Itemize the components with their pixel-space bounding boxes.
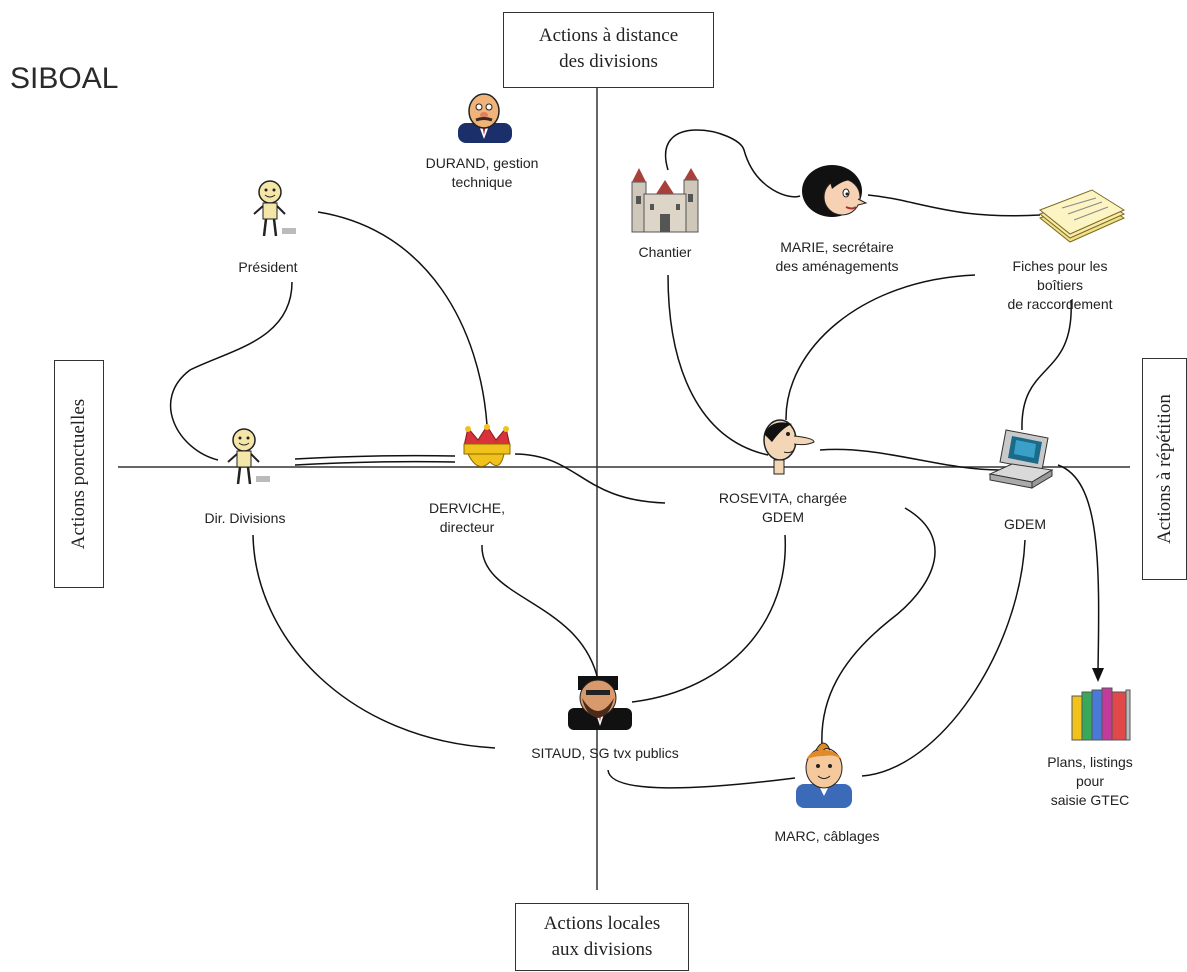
papers-icon (1039, 189, 1126, 243)
edge-president-derviche (317, 211, 488, 426)
edge-rosevita-gdem (819, 448, 1001, 471)
connections (170, 129, 1100, 789)
edge-gdem-marc (861, 539, 1026, 777)
node-label-sitaud: SITAUD, SG tvx publics (531, 745, 679, 761)
node-label-fiches: Fiches pour les boîtiers de raccordement (1007, 258, 1113, 312)
node-label-marc: MARC, câblages (774, 828, 880, 844)
node-label-rosevita: ROSEVITA, chargée GDEM (718, 490, 848, 525)
edge-chantier-rosevita (667, 274, 769, 456)
face-profile-icon (763, 419, 815, 475)
edge-fiches-gdem (1021, 299, 1072, 431)
node-label-dir-divisions: Dir. Divisions (204, 510, 286, 526)
node-label-plans: Plans, listings pour saisie GTEC (1047, 754, 1133, 808)
bearded-man-icon (568, 676, 632, 730)
edge-gdem-plans (1057, 464, 1100, 671)
bald-man-icon (458, 93, 512, 143)
smiley-figure-icon (227, 428, 270, 485)
node-label-durand: DURAND, gestion technique (425, 155, 539, 190)
edge-rosevita-sitaud (631, 534, 786, 703)
edge-derviche-rosevita (514, 453, 666, 504)
node-label-chantier: Chantier (638, 244, 692, 260)
arrowhead-plans (1092, 668, 1104, 682)
tintin-icon (796, 742, 852, 808)
axis-label-top: Actions à distance des divisions (503, 12, 714, 88)
diagram-title: SIBOAL (10, 62, 119, 95)
edge-fiches-rosevita (785, 274, 976, 421)
smiley-figure-icon (253, 180, 296, 237)
woman-face-icon (802, 165, 868, 217)
axis-label-bottom: Actions locales aux divisions (515, 903, 689, 971)
axis-label-left-text: Actions ponctuelles (68, 398, 89, 550)
node-label-marie: MARIE, secrétaire des aménagements (775, 239, 899, 274)
edge-dirdiv-derviche-2 (294, 460, 456, 466)
edge-dirdiv-sitaud (252, 534, 496, 749)
edge-sitaud-marc (607, 769, 796, 789)
edge-rosevita-marc (821, 507, 936, 746)
edge-dirdiv-derviche (294, 454, 456, 460)
crown-icon (463, 424, 511, 467)
edge-derviche-sitaud (481, 544, 599, 681)
edge-marie-fiches (867, 194, 1041, 217)
axis-label-top-line2: des divisions (559, 51, 658, 72)
axis-label-bottom-line1: Actions locales (543, 913, 661, 934)
axis-label-left: Actions ponctuelles (54, 360, 104, 588)
binders-icon (1071, 687, 1131, 741)
computer-icon (988, 429, 1054, 489)
edge-president-dirdiv (170, 281, 293, 461)
edge-chantier-marie (664, 129, 801, 198)
axis-label-right-text: Actions à répétition (1153, 394, 1175, 544)
node-label-derviche: DERVICHE, directeur (429, 500, 505, 535)
castle-icon (631, 168, 699, 233)
axis-label-right: Actions à répétition (1142, 358, 1187, 580)
axis-label-top-line1: Actions à distance (538, 25, 679, 46)
node-label-president: Président (238, 259, 298, 275)
axis-label-bottom-line2: aux divisions (551, 939, 653, 960)
node-label-gdem: GDEM (1004, 516, 1046, 532)
